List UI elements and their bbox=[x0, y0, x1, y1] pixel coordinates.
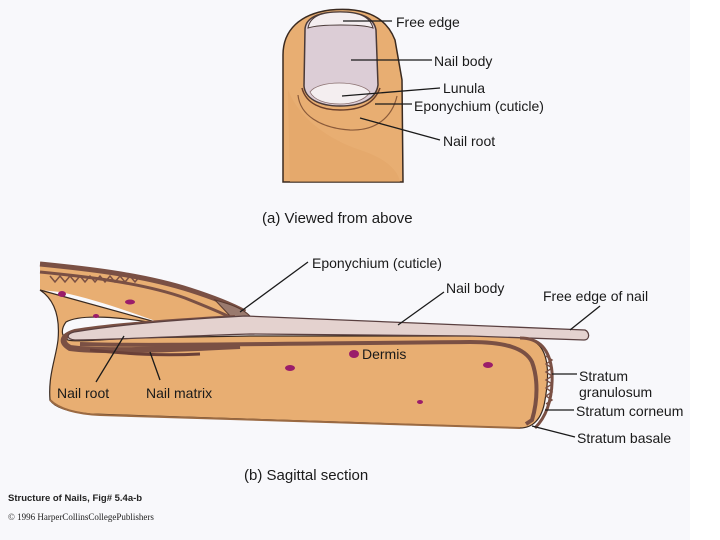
label-stratum-granulosum-1: Stratum bbox=[579, 368, 629, 384]
label-nail-root-top: Nail root bbox=[443, 133, 496, 149]
label-nail-body: Nail body bbox=[434, 53, 493, 69]
label-nail-body-sagittal: Nail body bbox=[446, 280, 505, 296]
caption-sagittal: (b) Sagittal section bbox=[244, 467, 369, 484]
lunula-shape bbox=[309, 82, 371, 105]
label-free-edge: Free edge bbox=[396, 14, 460, 30]
caption-top-view: (a) Viewed from above bbox=[262, 210, 413, 227]
label-free-edge-of-nail: Free edge of nail bbox=[543, 288, 649, 304]
label-stratum-basale: Stratum basale bbox=[577, 430, 672, 446]
label-eponychium-top: Eponychium (cuticle) bbox=[414, 98, 544, 114]
nail-plate-sagittal bbox=[67, 315, 590, 341]
label-dermis: Dermis bbox=[362, 346, 407, 362]
nail-structure-figure: Free edge Nail body Lunula Eponychium (c… bbox=[8, 8, 684, 522]
label-eponychium-sagittal: Eponychium (cuticle) bbox=[312, 255, 442, 271]
label-lunula: Lunula bbox=[443, 80, 486, 96]
label-nail-matrix: Nail matrix bbox=[146, 385, 213, 401]
label-stratum-corneum: Stratum corneum bbox=[576, 403, 684, 419]
label-nail-root-sagittal: Nail root bbox=[57, 385, 110, 401]
nail-diagram-drawing bbox=[39, 8, 601, 438]
figure-credit-title: Structure of Nails, Fig# 5.4a-b bbox=[8, 493, 143, 504]
sagittal-section bbox=[39, 261, 590, 430]
blood-vessels bbox=[58, 291, 493, 404]
finger-top-view bbox=[282, 8, 404, 183]
figure-credit-copyright: © 1996 HarperCollinsCollegePublishers bbox=[8, 512, 154, 522]
label-stratum-granulosum-2: granulosum bbox=[579, 384, 653, 400]
